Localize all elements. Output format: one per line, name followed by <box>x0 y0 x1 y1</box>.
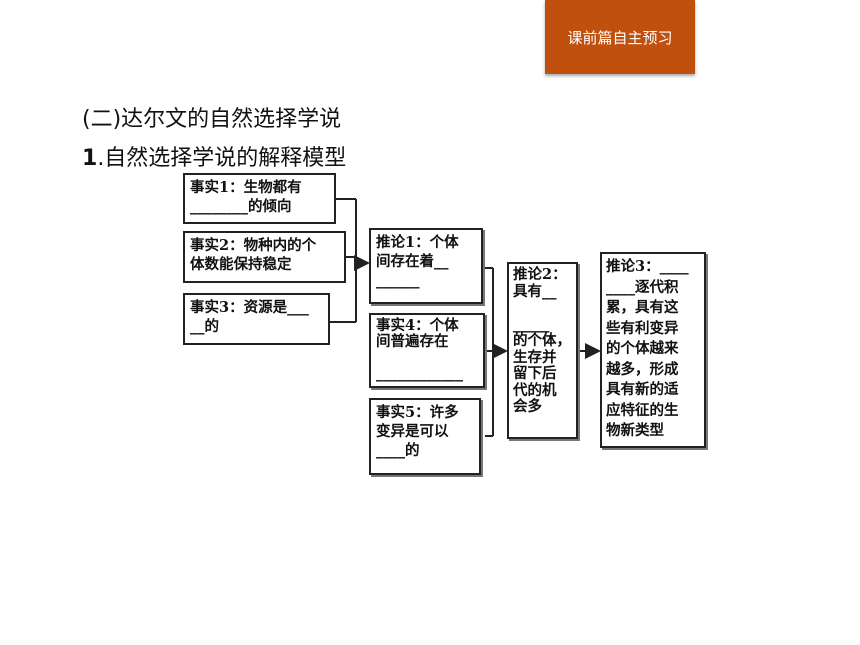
model-subtitle: 1.自然选择学说的解释模型 <box>82 140 346 172</box>
section-title: (二)达尔文的自然选择学说 <box>82 107 342 132</box>
subtitle-number: 1 <box>82 146 98 171</box>
bracket-inference1-facts-4-5 <box>483 267 508 437</box>
section-tab[interactable]: 课前篇自主预习 <box>545 0 695 74</box>
fact3-box: 事实3：资源是___ __的 <box>183 293 330 345</box>
fact1-box: 事实1：生物都有 ________的倾向 <box>183 173 336 224</box>
inference3-box: 推论3：____ ____逐代积 累，具有这 些有利变异 的个体越来 越多，形成… <box>600 252 706 448</box>
inference2-box: 推论2： 具有__ _____ 的个体， 生存并 留下后 代的机 会多 <box>507 262 578 439</box>
inference1-box: 推论1：个体 间存在着__ ______ <box>369 228 483 304</box>
bracket-facts-1-3 <box>330 198 370 323</box>
subtitle-text: .自然选择学说的解释模型 <box>97 146 347 171</box>
fact5-box: 事实5：许多 变异是可以 ____的 <box>369 398 481 475</box>
fact2-box: 事实2：物种内的个 体数能保持稳定 <box>183 231 346 283</box>
fact4-box: 事实4：个体 间普遍存在 ____________ <box>369 313 485 388</box>
